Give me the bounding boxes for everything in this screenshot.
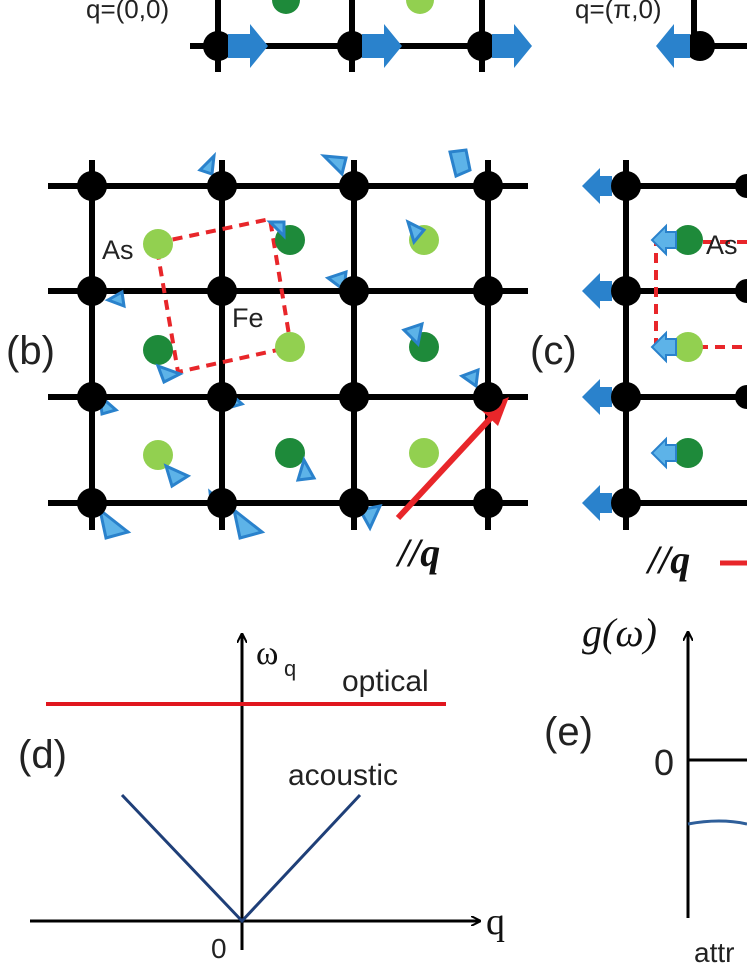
panel-e-label: (e)	[544, 710, 593, 754]
panel-b-lattice	[48, 160, 528, 530]
panel-c-as-label: As	[706, 230, 738, 260]
panel-a-lattice	[190, 0, 747, 72]
panel-a-q-right-label: q=(π,0)	[575, 0, 662, 24]
panel-b-fe-label: Fe	[232, 303, 264, 333]
panel-d-acoustic-label: acoustic	[288, 759, 398, 792]
panel-b-as-atoms	[143, 225, 439, 470]
panel-c-fe-atoms	[611, 171, 747, 518]
panel-e-y-axis-label: g(ω)	[582, 610, 657, 655]
panel-e-dos-curve	[687, 819, 747, 826]
panel-b: As Fe (b) //q	[6, 148, 528, 575]
panel-a-as-atoms	[272, 0, 434, 14]
panel-d-acoustic-branch	[120, 793, 362, 924]
panel-a: q=(0,0) q=(π,0)	[86, 0, 747, 72]
panel-c: As (c) //q	[530, 160, 747, 582]
panel-d-optical-label: optical	[342, 665, 429, 698]
panel-a-q-left-label: q=(0,0)	[86, 0, 169, 24]
panel-b-q-label: //q	[395, 530, 440, 575]
panel-d-origin-label: 0	[211, 933, 227, 964]
panel-b-wavevector-arrow	[395, 397, 509, 521]
panel-c-spin-arrows	[582, 168, 677, 521]
panel-b-label: (b)	[6, 329, 55, 373]
panel-a-fe-atoms	[203, 31, 715, 61]
panel-d-y-axis-sub: q	[284, 656, 296, 681]
panel-a-spin-arrows	[228, 24, 690, 68]
panel-d-y-axis-label: ω	[256, 635, 278, 672]
panel-b-as-label: As	[102, 235, 134, 265]
panel-e-bottom-label: attr	[694, 937, 734, 967]
panel-e: g(ω) 0 (e) attr	[544, 610, 747, 967]
panel-c-as-atoms	[673, 225, 703, 468]
panel-c-q-label: //q	[645, 537, 690, 582]
panel-b-fe-atoms	[77, 171, 503, 518]
panel-d: ω q q 0 optical acoustic (d)	[18, 634, 505, 964]
panel-d-x-axis-label: q	[486, 901, 505, 943]
panel-d-label: (d)	[18, 733, 67, 777]
panel-c-label: (c)	[530, 329, 577, 373]
panel-e-zero-label: 0	[654, 742, 674, 783]
